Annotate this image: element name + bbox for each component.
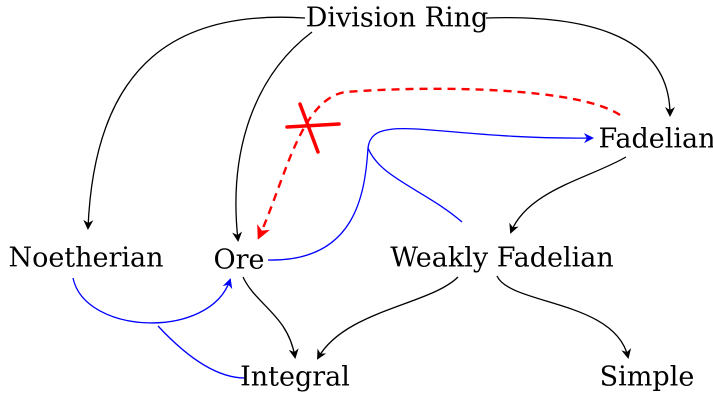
edge-division-ring-to-fadelian	[485, 17, 675, 117]
edge-weakly-fadelian-to-simple	[496, 275, 632, 359]
edge-ore-weakly-fadelian-to-fadelian	[267, 128, 594, 261]
node-noetherian: Noetherian	[8, 243, 163, 274]
edge-weakly-fadelian-to-integral	[317, 276, 459, 360]
edge-ore-to-integral	[242, 276, 299, 359]
edge-noetherian-integral-to-ore	[72, 277, 233, 324]
node-integral: Integral	[240, 362, 350, 393]
edge-division-ring-to-ore	[232, 31, 313, 242]
node-weakly-fadelian: Weakly Fadelian	[390, 243, 613, 274]
edge-fadelian-not-to-ore	[257, 87, 621, 240]
edge-fadelian-to-weakly-fadelian	[509, 156, 627, 234]
non-implication-cross-icon	[285, 102, 341, 154]
edge-weakly-fadelian-joins-ore	[367, 147, 463, 223]
edge-integral-joins-noetherian	[157, 325, 246, 379]
node-simple: Simple	[600, 362, 695, 393]
edge-division-ring-to-noetherian	[83, 16, 306, 230]
node-division-ring: Division Ring	[306, 3, 489, 34]
node-fadelian: Fadelian	[598, 124, 713, 155]
node-ore: Ore	[213, 245, 264, 276]
